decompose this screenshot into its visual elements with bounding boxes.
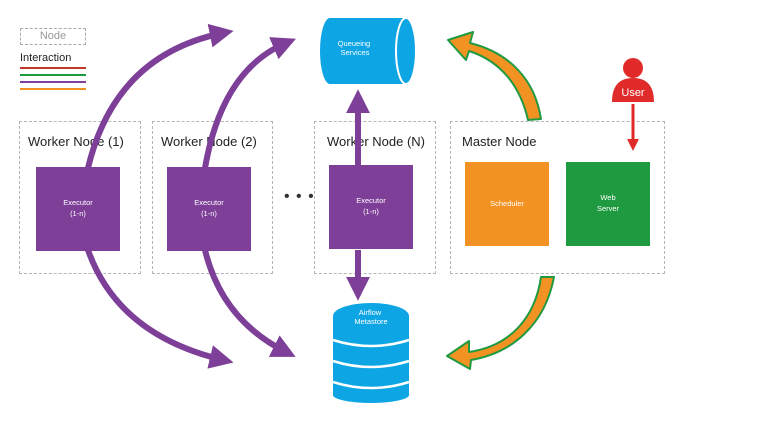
- legend-node-sample: Node: [20, 28, 86, 45]
- arrow-executor1-to-queue: [85, 23, 234, 169]
- legend-line-green: [20, 74, 86, 76]
- executor-worker-2: Executor (1-n): [167, 167, 251, 251]
- worker-node-n-title: Worker Node (N): [327, 134, 426, 149]
- user-icon: [612, 58, 654, 102]
- arrow-master-to-queue: [447, 31, 542, 121]
- legend-line-orange: [20, 88, 86, 90]
- arrow-executor1-to-metastore: [85, 249, 234, 369]
- worker-node-n: Worker Node (N): [314, 121, 436, 274]
- scheduler: Scheduler: [465, 162, 549, 246]
- metastore-label-line2: Metastore: [354, 317, 387, 326]
- queue-label-line1: Queueing: [338, 39, 371, 48]
- web-server: Web Server: [566, 162, 650, 246]
- metastore-label-line1: Airflow: [359, 308, 382, 317]
- queueing-services-label: Queueing Services: [338, 39, 373, 57]
- user-label: User: [621, 87, 645, 99]
- arrow-master-to-metastore: [446, 276, 555, 370]
- metastore-label: Airflow Metastore: [354, 308, 387, 326]
- queue-label-line2: Services: [341, 48, 370, 57]
- queueing-services-cylinder: [320, 17, 417, 85]
- executor-worker-n: Executor (1-n): [329, 165, 413, 249]
- arrow-executor2-to-metastore: [202, 249, 296, 357]
- legend-line-purple: [20, 81, 86, 83]
- master-node-title: Master Node: [462, 134, 537, 149]
- metastore-database-icon: [332, 303, 410, 403]
- arrow-executor2-to-queue: [202, 37, 296, 169]
- legend-interaction-label: Interaction: [20, 52, 72, 64]
- master-node: Master Node: [450, 121, 665, 274]
- legend-line-red: [20, 67, 86, 69]
- more-workers-ellipsis: • • •: [284, 188, 315, 205]
- executor-worker-1: Executor (1-n): [36, 167, 120, 251]
